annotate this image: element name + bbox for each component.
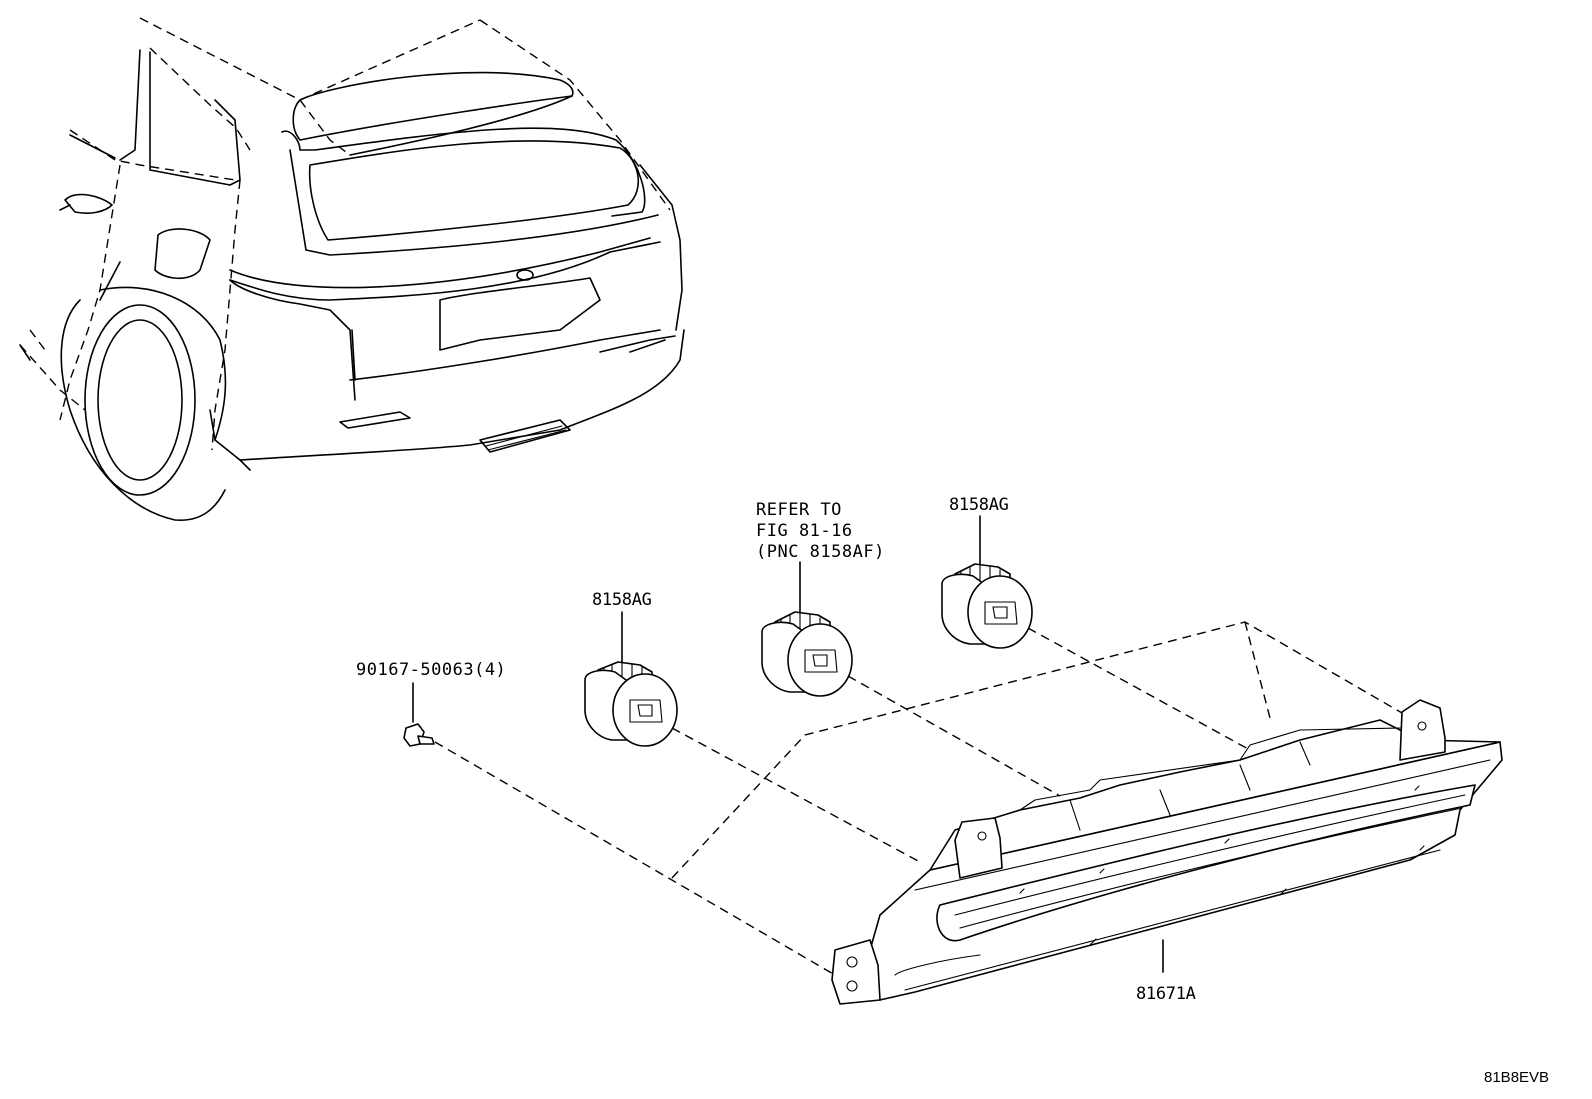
socket-left-part-number: 8158AG (592, 590, 652, 610)
lamp-assy-part-number: 81671A (1136, 984, 1196, 1004)
socket-middle-ref-line3: (PNC 8158AF) (756, 542, 885, 562)
socket-middle-ref-line1: REFER TO (756, 500, 842, 520)
vehicle-rear-illustration (19, 17, 685, 521)
socket-right-drawing (941, 515, 1033, 649)
socket-middle-ref-line2: FIG 81-16 (756, 521, 853, 541)
screw-part-number: 90167-50063(4) (356, 660, 507, 680)
socket-middle-drawing (761, 561, 853, 697)
socket-left-drawing (584, 611, 678, 747)
screw-drawing (403, 682, 435, 747)
assembly-leader-lines (434, 621, 1441, 976)
stop-lamp-assembly-drawing (831, 699, 1503, 1005)
diagram-id: 81B8EVB (1484, 1069, 1550, 1086)
socket-right-part-number: 8158AG (949, 495, 1009, 515)
